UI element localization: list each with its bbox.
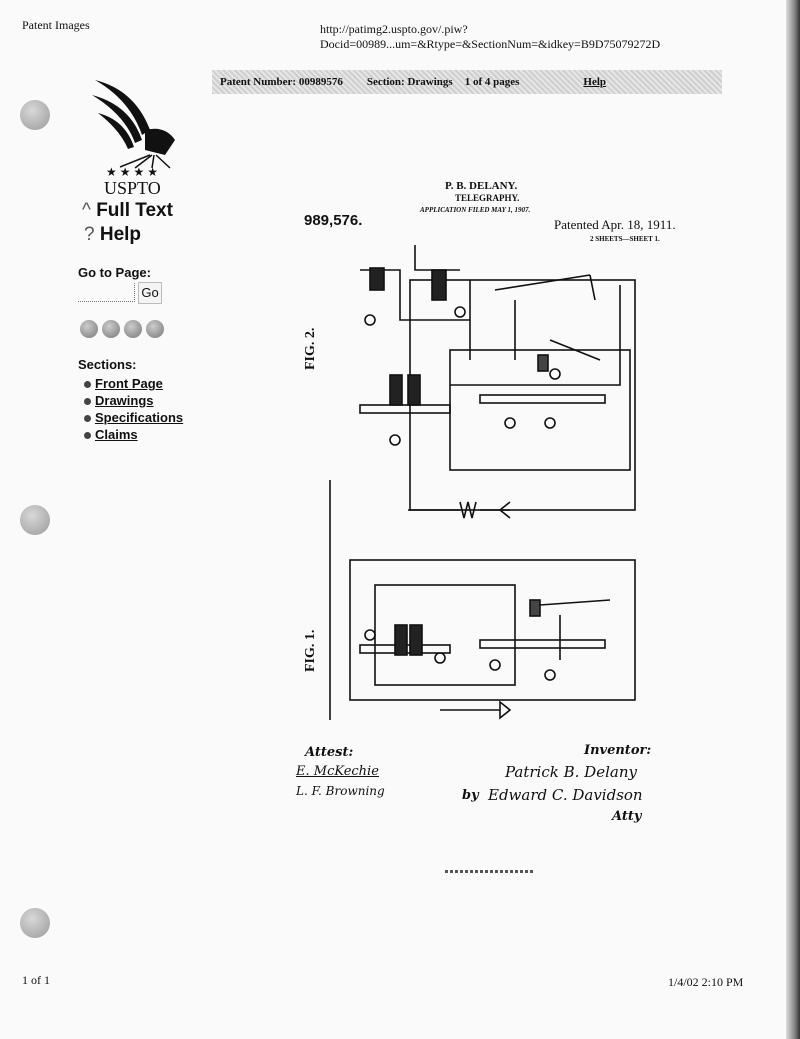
logo-text: USPTO [104, 178, 161, 198]
inventor-label: Inventor: [584, 743, 652, 758]
punch-hole [20, 100, 50, 130]
sections-list: Front Page Drawings Specifications Claim… [84, 374, 183, 444]
prev-page-icon[interactable] [102, 320, 120, 338]
section-label: Front Page [95, 376, 163, 391]
goto-page-input[interactable] [78, 283, 135, 302]
help-label: Help [99, 224, 142, 245]
inventor-signature: Patrick B. Delany [505, 763, 637, 781]
section-label: Claims [95, 427, 138, 442]
punch-hole [20, 505, 50, 535]
by-label: by [462, 788, 479, 803]
print-header-url: http://patimg2.uspto.gov/.piw?Docid=0098… [320, 22, 661, 51]
patent-inventor: P. B. DELANY. [445, 180, 518, 192]
bullet-icon [84, 398, 91, 405]
punch-hole [20, 908, 50, 938]
patent-sheets: 2 SHEETS—SHEET 1. [590, 235, 660, 243]
help-sidebar-link[interactable]: ? Help [84, 224, 141, 246]
printer-mark [445, 870, 535, 873]
patent-title: TELEGRAPHY. [455, 193, 520, 203]
sections-label: Sections: [78, 357, 137, 372]
last-page-icon[interactable] [146, 320, 164, 338]
caret-up-icon: ^ [82, 200, 91, 221]
help-link[interactable]: Help [583, 76, 607, 88]
next-page-icon[interactable] [124, 320, 142, 338]
witness-signature-2: L. F. Browning [296, 784, 385, 798]
patent-navbar: Patent Number: 00989576 Section: Drawing… [212, 70, 722, 94]
print-header-title: Patent Images [22, 18, 90, 32]
nav-buttons [80, 320, 168, 343]
section-claims[interactable]: Claims [84, 427, 183, 442]
patent-drawing [329, 245, 636, 720]
goto-label: Go to Page: [78, 265, 151, 280]
attest-label: Attest: [305, 745, 354, 760]
bullet-icon [84, 415, 91, 422]
fig2-label: FIG. 2. [303, 327, 318, 370]
section-label: Section: Drawings [366, 76, 453, 88]
bullet-icon [84, 432, 91, 439]
scan-edge [786, 0, 800, 1039]
section-label: Drawings [95, 393, 154, 408]
page-count: 1 of 4 pages [464, 76, 520, 88]
witness-signature-1: E. McKechie [296, 764, 379, 779]
atty-label: Atty [612, 809, 642, 824]
print-footer-date: 1/4/02 2:10 PM [668, 975, 744, 989]
section-front-page[interactable]: Front Page [84, 376, 183, 391]
eagle-icon [92, 80, 175, 169]
patent-date: Patented Apr. 18, 1911. [554, 217, 676, 232]
uspto-logo[interactable]: ★★★★ USPTO [90, 75, 185, 197]
attorney-signature: Edward C. Davidson [488, 786, 643, 804]
stars: ★★★★ [106, 165, 162, 179]
first-page-icon[interactable] [80, 320, 98, 338]
fig1-label: FIG. 1. [303, 629, 318, 672]
go-button[interactable]: Go [138, 282, 162, 304]
question-icon: ? [84, 224, 95, 245]
bullet-icon [84, 381, 91, 388]
patent-number-print: 989,576. [304, 212, 363, 229]
full-text-link[interactable]: ^ Full Text [82, 200, 173, 222]
full-text-label: Full Text [96, 200, 173, 221]
print-footer-page: 1 of 1 [22, 973, 50, 987]
patent-filed: APPLICATION FILED MAY 1, 1907. [420, 206, 531, 214]
patent-number: Patent Number: 00989576 [220, 76, 343, 88]
section-label: Specifications [95, 410, 184, 425]
section-drawings[interactable]: Drawings [84, 393, 183, 408]
section-specifications[interactable]: Specifications [84, 410, 183, 425]
